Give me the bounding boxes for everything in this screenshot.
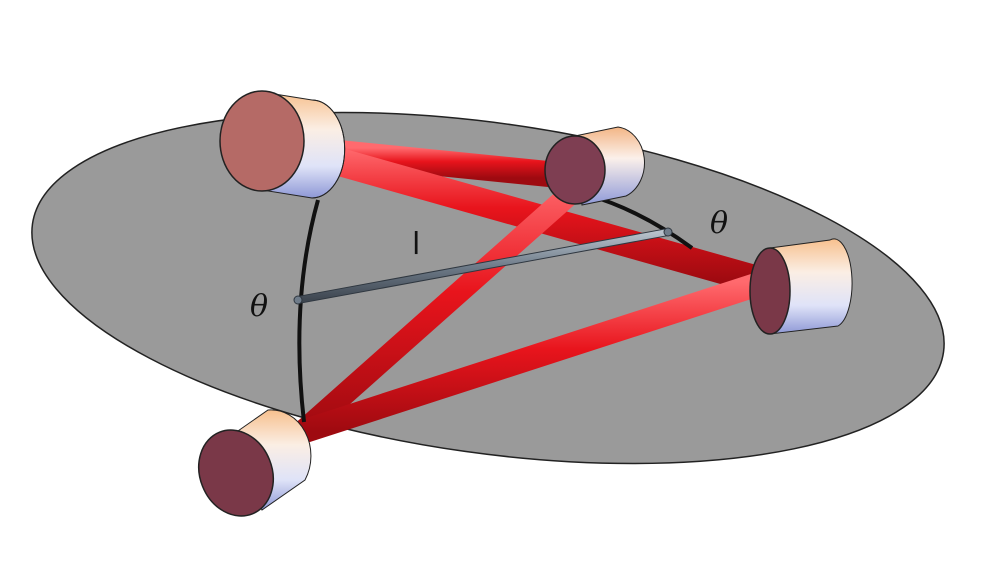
arm-top-mid-to-bottom-left — [291, 167, 599, 443]
length-rod — [293, 227, 673, 305]
test-mass-top-middle — [544, 126, 645, 206]
length-label: l — [412, 227, 420, 262]
test-mass-right — [749, 238, 853, 335]
test-mass-bottom-left — [198, 409, 312, 517]
arc-left — [297, 199, 320, 423]
orbital-plane-disk — [31, 111, 945, 465]
theta-label-left: θ — [250, 289, 268, 324]
arm-bottom-left-to-right — [290, 270, 777, 444]
theta-label-right: θ — [710, 206, 728, 241]
test-mass-top-left — [219, 90, 346, 199]
arm-top-left-to-right — [276, 134, 779, 296]
